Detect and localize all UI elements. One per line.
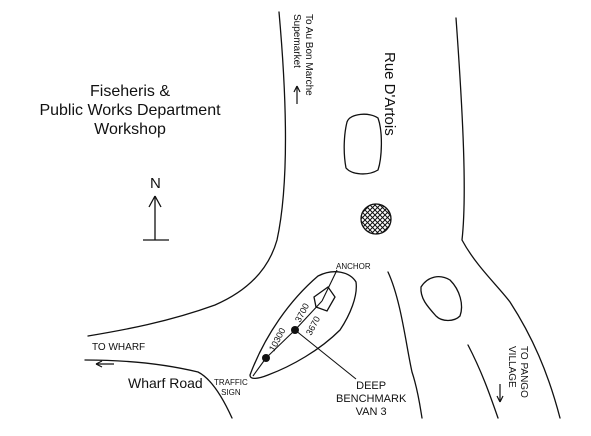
arrow-to-pango-icon <box>496 384 504 403</box>
anchor-label: ANCHOR <box>336 262 371 271</box>
to-pango-label-line2: VILLAGE <box>506 346 517 388</box>
deep-benchmark-label-line1: DEEP <box>356 380 387 392</box>
deep-benchmark-label: DEEP BENCHMARK VAN 3 <box>336 380 406 419</box>
to-supermarket-label-line1: To Au Bon Marche <box>303 14 314 96</box>
deep-benchmark-label-line3: VAN 3 <box>355 406 387 418</box>
traffic-sign-label-line1: TRAFFIC <box>214 378 248 387</box>
road-edge-west-upper <box>87 11 287 337</box>
workshop-label-line1: Fiseheris & <box>89 83 171 100</box>
to-pango-label-line1: TO PANGO <box>518 346 529 398</box>
anchor-shape <box>313 286 336 312</box>
road-edge-island-south <box>387 271 423 419</box>
deep-benchmark-label-line2: BENCHMARK <box>336 393 407 405</box>
survey-line-3700 <box>294 300 323 331</box>
roundabout-hatched <box>360 203 392 235</box>
road-edge-east <box>455 17 561 419</box>
survey-line-anchor <box>321 269 338 302</box>
workshop-label-line3: Workshop <box>94 121 166 138</box>
survey-line-3670 <box>294 329 357 380</box>
traffic-sign-marker <box>262 354 270 362</box>
parking-island <box>343 113 383 175</box>
road-edge-pango <box>467 344 499 419</box>
road-edge-wharf-lower <box>84 359 233 419</box>
to-wharf-label: TO WHARF <box>92 342 146 353</box>
south-triangle-island <box>249 271 357 380</box>
traffic-sign-label-line2: SIGN <box>221 388 241 397</box>
north-label: N <box>150 175 161 192</box>
rue-dartois-label: Rue D'Artois <box>381 52 398 136</box>
east-traffic-island <box>420 276 463 322</box>
traffic-sign-label: TRAFFIC SIGN <box>214 378 248 398</box>
to-supermarket-label-line2: Supemarket <box>291 14 302 68</box>
arrow-to-supermarket-icon <box>293 85 301 104</box>
benchmark-marker <box>291 326 299 334</box>
workshop-label: Fiseheris & Public Works Department Work… <box>0 82 260 139</box>
survey-line-10300 <box>265 329 296 359</box>
arrow-to-wharf-icon <box>95 360 114 368</box>
distance-3700-label: 3700 <box>293 302 311 324</box>
workshop-label-line2: Public Works Department <box>39 102 221 119</box>
wharf-road-label: Wharf Road <box>128 375 203 391</box>
north-arrow-icon <box>143 195 169 241</box>
